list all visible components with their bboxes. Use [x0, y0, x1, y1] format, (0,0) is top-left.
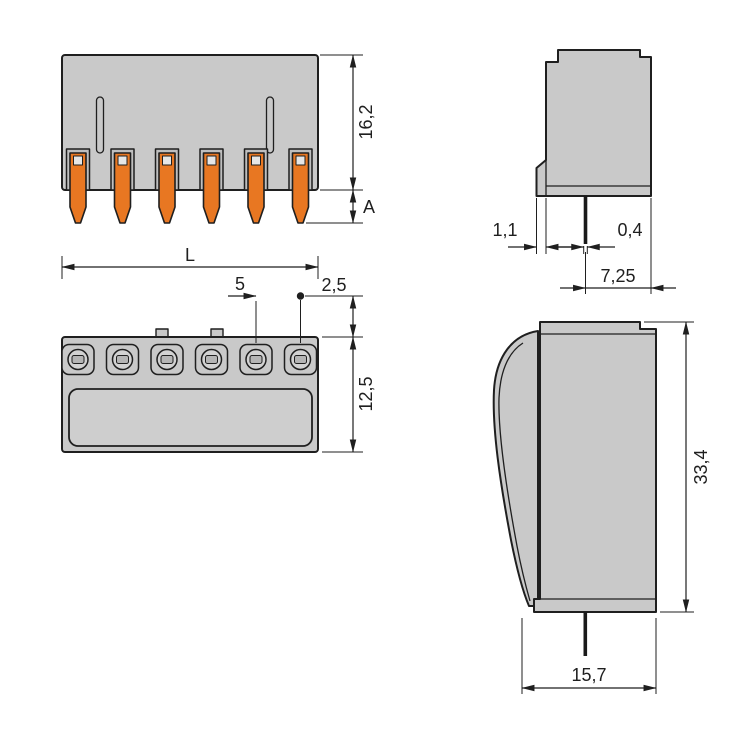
- side-top-inner-lines: [545, 160, 651, 196]
- front-release-slot-right: [265, 96, 275, 154]
- side-bottom-inner-lines: [498, 333, 656, 602]
- dimension-labels: 16,2 A L 5 2,5 12,5 1,1 0,4 7,25 33,4 15…: [185, 104, 711, 685]
- front-release-slot-left: [95, 96, 105, 154]
- reference-dot: [296, 292, 305, 300]
- front-solder-pins: [69, 152, 310, 224]
- dim-label-pin-length: A: [363, 197, 375, 217]
- dim-label-front-height: 16,2: [356, 104, 376, 139]
- terminal-clamp: [205, 355, 218, 364]
- dim-label-overall-depth: 15,7: [571, 665, 606, 685]
- terminal-clamp: [294, 355, 307, 364]
- dim-label-pin-thickness: 0,4: [617, 220, 642, 240]
- terminal-clamp: [71, 355, 85, 364]
- side-bottom-housing-body: [533, 321, 657, 613]
- pin-clamp-slot: [295, 155, 306, 166]
- side-view-top: [508, 49, 676, 294]
- side-top-housing: [535, 49, 652, 197]
- dim-label-edge-distance: 2,5: [321, 275, 346, 295]
- pin-clamp-slot: [251, 155, 261, 166]
- side-top-housing-body: [535, 49, 652, 197]
- solder-pin: [247, 152, 265, 224]
- side-bottom-dimension-lines: [521, 321, 690, 692]
- dim-label-step: 1,1: [492, 220, 517, 240]
- pin-clamp-slot: [73, 155, 83, 166]
- dim-label-depth: 12,5: [356, 376, 376, 411]
- terminal-clamp: [116, 355, 129, 364]
- pin-clamp-slots: [73, 155, 306, 166]
- top-dimension-lines: [61, 263, 357, 453]
- dim-label-pin-to-edge: 7,25: [600, 266, 635, 286]
- solder-pin: [291, 152, 310, 224]
- release-lever: [492, 330, 539, 607]
- solder-pin: [202, 152, 221, 224]
- dim-label-pitch: 5: [235, 274, 245, 294]
- side-top-dimension-lines: [508, 243, 676, 292]
- front-housing-body: [61, 54, 319, 191]
- side-view-bottom: [492, 321, 694, 694]
- dim-label-length: L: [185, 245, 195, 265]
- side-top-solder-pin: [583, 196, 588, 244]
- terminal-clamp: [160, 355, 174, 364]
- pin-clamp-slot: [206, 155, 217, 166]
- front-view: [61, 54, 363, 224]
- top-view: [61, 256, 363, 453]
- front-housing: [61, 54, 319, 191]
- solder-pin: [69, 152, 87, 224]
- drawing-root: 16,2 A L 5 2,5 12,5 1,1 0,4 7,25 33,4 15…: [61, 49, 711, 694]
- terminal-clamp: [249, 355, 263, 364]
- side-bottom-housing: [492, 321, 657, 613]
- terminal-clamps: [71, 355, 307, 364]
- solder-pin: [158, 152, 176, 224]
- dim-label-overall-height: 33,4: [691, 449, 711, 484]
- pin-clamp-slot: [162, 155, 172, 166]
- lever-inner-line: [498, 342, 531, 602]
- pin-clamp-slot: [117, 155, 128, 166]
- side-bottom-solder-pin: [583, 612, 588, 656]
- top-cover-plate: [68, 388, 313, 447]
- top-housing: [61, 328, 319, 453]
- solder-pin: [113, 152, 132, 224]
